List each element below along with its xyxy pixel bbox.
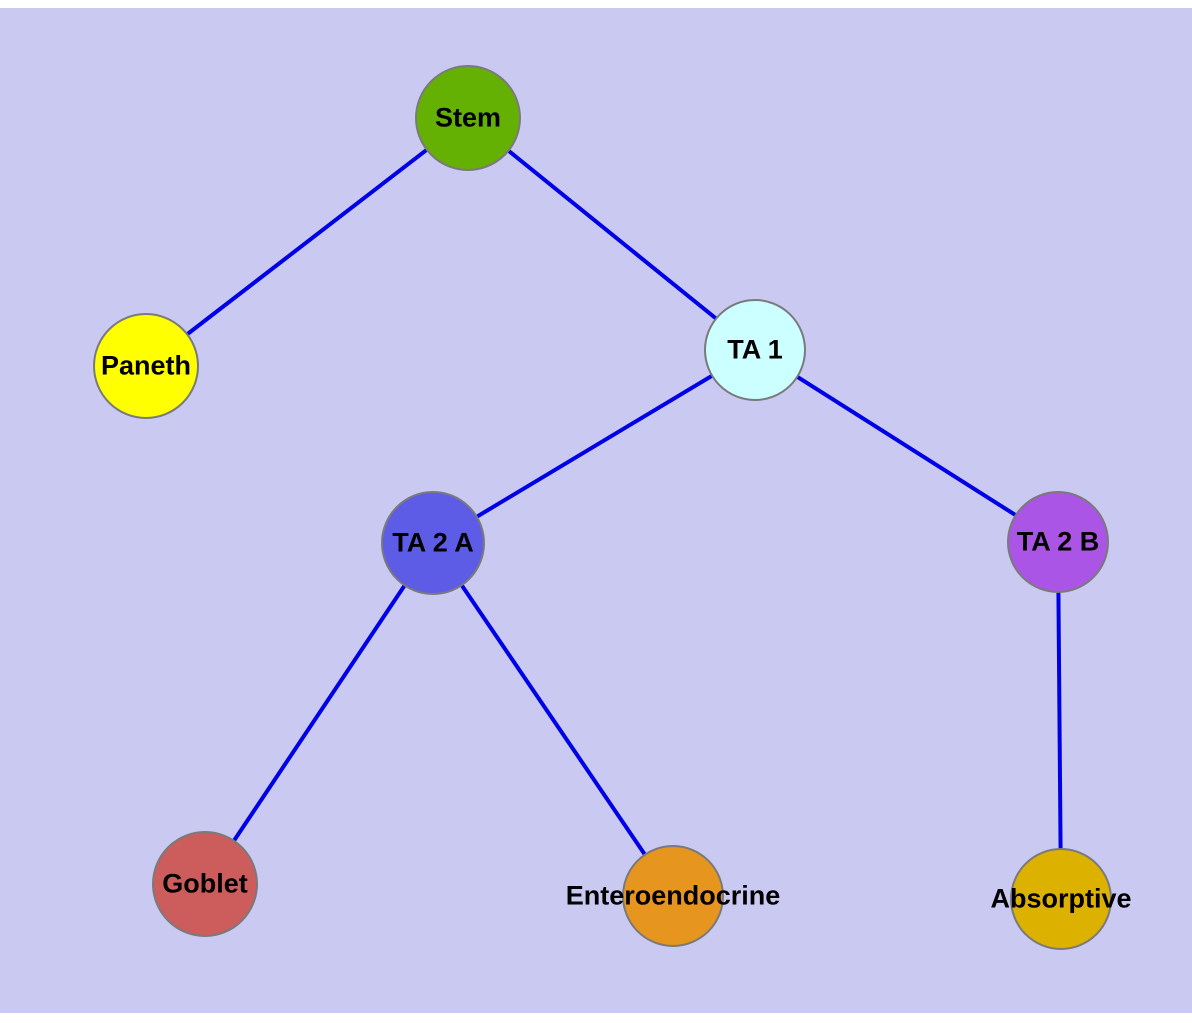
node-stem: Stem [415, 65, 521, 171]
node-ta2b-label: TA 2 B [1016, 526, 1100, 557]
node-ta1-label: TA 1 [727, 334, 783, 365]
node-goblet-label: Goblet [162, 868, 248, 899]
node-ta2a-label: TA 2 A [392, 527, 474, 558]
node-paneth: Paneth [93, 313, 199, 419]
node-enteroendocrine: Enteroendocrine [566, 845, 780, 947]
node-absorptive-label: Absorptive [990, 883, 1132, 914]
node-stem-label: Stem [434, 102, 502, 133]
node-ta2b: TA 2 B [1007, 491, 1109, 593]
node-ta2a: TA 2 A [381, 491, 485, 595]
node-enteroendocrine-label: Enteroendocrine [565, 880, 781, 911]
node-goblet: Goblet [152, 831, 258, 937]
node-ta1: TA 1 [704, 299, 806, 401]
node-paneth-label: Paneth [100, 350, 192, 381]
node-absorptive: Absorptive [990, 848, 1132, 950]
